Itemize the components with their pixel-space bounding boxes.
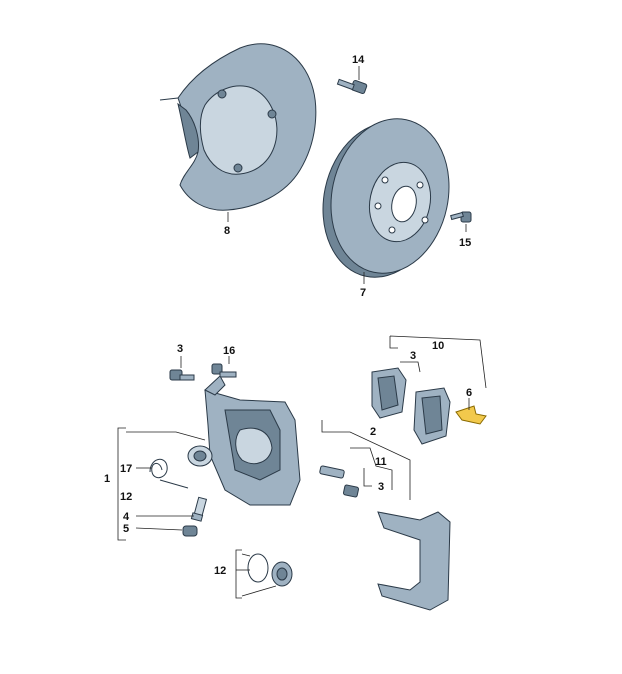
callout-3-pin: 3 bbox=[378, 481, 384, 493]
bolt-part-3-upper[interactable] bbox=[169, 369, 195, 381]
callout-4: 4 bbox=[123, 511, 130, 523]
callout-15: 15 bbox=[459, 237, 471, 249]
callout-12-upper: 12 bbox=[120, 491, 132, 503]
guide-pin-part-11[interactable] bbox=[319, 465, 360, 498]
leader-lines bbox=[117, 66, 487, 599]
callout-14: 14 bbox=[352, 54, 365, 66]
callout-7: 7 bbox=[360, 287, 366, 299]
bleed-valve-part-4[interactable] bbox=[190, 496, 208, 522]
callout-1: 1 bbox=[104, 473, 110, 485]
callout-numbers: 14 8 15 7 3 16 10 3 6 2 11 3 1 17 12 4 5… bbox=[104, 54, 472, 577]
callout-5: 5 bbox=[123, 523, 129, 535]
dust-cap-part-5[interactable] bbox=[182, 525, 198, 537]
callout-17: 17 bbox=[120, 463, 132, 475]
brake-disc-part-7[interactable] bbox=[309, 108, 463, 289]
callout-11: 11 bbox=[375, 456, 387, 468]
bolt-part-16[interactable] bbox=[211, 363, 237, 378]
spring-part-17[interactable] bbox=[149, 458, 189, 489]
callout-3-upper: 3 bbox=[177, 343, 183, 355]
callout-12-lower: 12 bbox=[214, 565, 226, 577]
screw-part-15[interactable] bbox=[450, 211, 472, 223]
bolt-part-14[interactable] bbox=[336, 78, 368, 95]
callout-6: 6 bbox=[466, 387, 472, 399]
anti-rattle-clip-part-6[interactable] bbox=[455, 405, 487, 425]
callout-3-pads: 3 bbox=[410, 350, 416, 362]
callout-16: 16 bbox=[223, 345, 235, 357]
caliper-carrier[interactable] bbox=[377, 511, 451, 611]
callout-2: 2 bbox=[370, 426, 376, 438]
callout-10: 10 bbox=[432, 340, 444, 352]
dust-shield-part-8[interactable] bbox=[159, 43, 317, 211]
brake-pad-set-part-10[interactable] bbox=[371, 367, 451, 445]
seal-ring-part-12[interactable] bbox=[247, 553, 293, 587]
brake-caliper[interactable] bbox=[187, 375, 301, 506]
callout-8: 8 bbox=[224, 225, 230, 237]
